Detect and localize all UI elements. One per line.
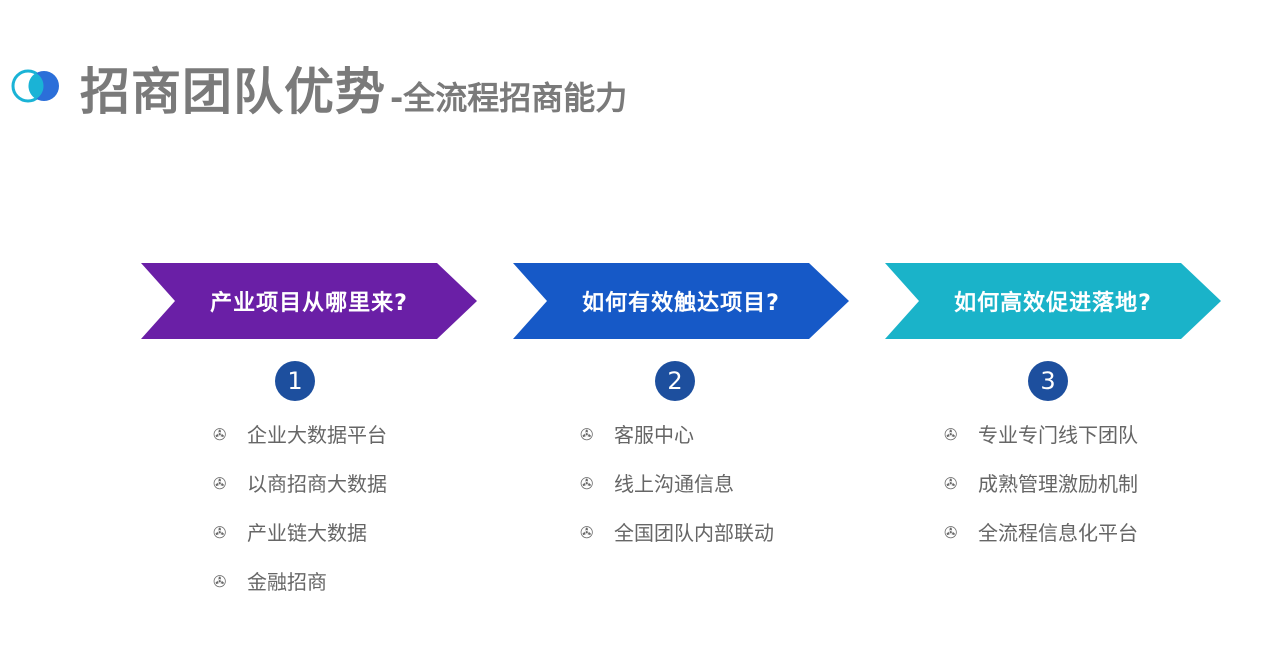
title-main: 招商团队优势 [80,63,386,121]
list-item-label: 金融招商 [247,570,327,594]
chevron-shape-3 [885,263,1221,339]
list-item: ✇ 专业专门线下团队 [944,423,1138,472]
list-item: ✇ 成熟管理激励机制 [944,472,1138,521]
pinwheel-icon: ✇ [580,523,594,542]
list-item-label: 成熟管理激励机制 [978,472,1138,496]
pinwheel-icon: ✇ [213,523,227,542]
page-title: 招商团队优势-全流程招商能力 [80,52,627,124]
list-item-label: 以商招商大数据 [247,472,387,496]
pinwheel-icon: ✇ [213,425,227,444]
list-item-label: 全国团队内部联动 [614,521,774,545]
chevron-1: 产业项目从哪里来? [141,263,477,339]
pinwheel-icon: ✇ [944,425,958,444]
list-item-label: 专业专门线下团队 [978,423,1138,447]
list-item: ✇ 企业大数据平台 [213,423,387,472]
item-list-1: ✇ 企业大数据平台 ✇ 以商招商大数据 ✇ 产业链大数据 ✇ 金融招商 [213,423,387,619]
list-item: ✇ 客服中心 [580,423,774,472]
chevron-shape-2 [513,263,849,339]
chevron-3: 如何高效促进落地? [885,263,1221,339]
logo-icon [11,69,59,103]
chevron-2: 如何有效触达项目? [513,263,849,339]
list-item: ✇ 以商招商大数据 [213,472,387,521]
list-item-label: 线上沟通信息 [614,472,734,496]
pinwheel-icon: ✇ [944,523,958,542]
column-2: 如何有效触达项目? 2 ✇ 客服中心 ✇ 线上沟通信息 ✇ 全国团队内部联动 [513,263,853,545]
step-badge-3: 3 [1028,361,1068,401]
column-1: 产业项目从哪里来? 1 ✇ 企业大数据平台 ✇ 以商招商大数据 ✇ 产业链大数据 ✇ 金… [141,263,481,594]
list-item-label: 客服中心 [614,423,694,447]
pinwheel-icon: ✇ [213,572,227,591]
chevron-label-1: 产业项目从哪里来? [210,291,408,316]
chevron-label-3: 如何高效促进落地? [954,291,1152,316]
item-list-2: ✇ 客服中心 ✇ 线上沟通信息 ✇ 全国团队内部联动 [580,423,774,570]
column-3: 如何高效促进落地? 3 ✇ 专业专门线下团队 ✇ 成熟管理激励机制 ✇ 全流程信息化平… [885,263,1225,545]
pinwheel-icon: ✇ [944,474,958,493]
list-item: ✇ 全流程信息化平台 [944,521,1138,570]
list-item: ✇ 金融招商 [213,570,387,619]
pinwheel-icon: ✇ [580,425,594,444]
title-separator: - [390,79,404,117]
list-item-label: 全流程信息化平台 [978,521,1138,545]
pinwheel-icon: ✇ [213,474,227,493]
step-badge-2: 2 [655,361,695,401]
pinwheel-icon: ✇ [580,474,594,493]
chevron-shape-1 [141,263,477,339]
list-item: ✇ 线上沟通信息 [580,472,774,521]
list-item-label: 企业大数据平台 [247,423,387,447]
item-list-3: ✇ 专业专门线下团队 ✇ 成熟管理激励机制 ✇ 全流程信息化平台 [944,423,1138,570]
list-item-label: 产业链大数据 [247,521,367,545]
list-item: ✇ 全国团队内部联动 [580,521,774,570]
list-item: ✇ 产业链大数据 [213,521,387,570]
title-subtitle: 全流程招商能力 [403,79,628,117]
step-badge-1: 1 [275,361,315,401]
chevron-label-2: 如何有效触达项目? [582,291,780,316]
